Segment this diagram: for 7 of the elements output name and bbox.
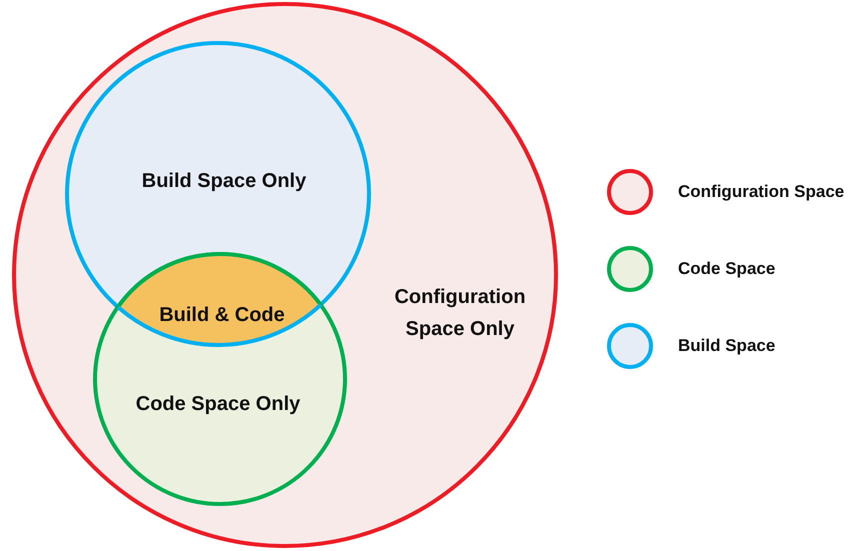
region-label: Build & Code bbox=[158, 303, 286, 328]
legend-label: Code Space bbox=[678, 259, 776, 279]
region-label: Configuration Space Only bbox=[393, 285, 527, 342]
region-label: Code Space Only bbox=[134, 392, 302, 417]
legend-label: Configuration Space bbox=[678, 182, 844, 202]
region-label: Build Space Only bbox=[140, 169, 308, 194]
legend-label: Build Space bbox=[678, 336, 776, 356]
